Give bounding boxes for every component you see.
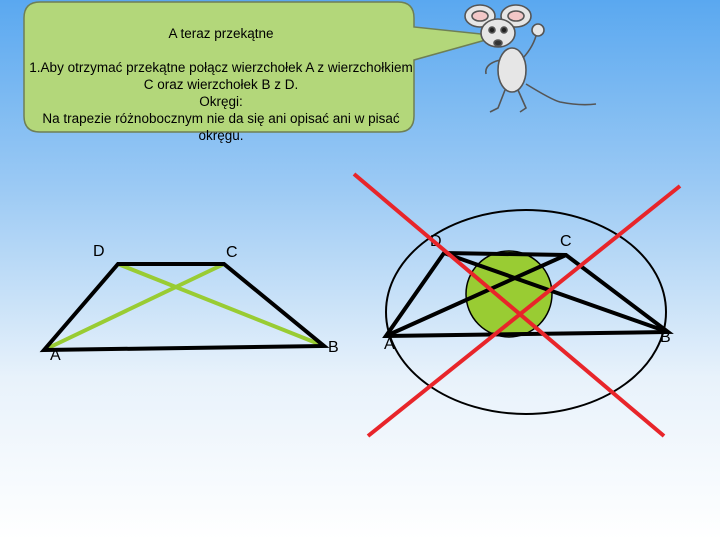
trapezoid-outline-2 (382, 250, 674, 339)
diagonal-bd (117, 262, 325, 348)
mouse-icon (464, 4, 597, 113)
vertex-label-d: D (93, 243, 105, 260)
diagonal-ac (43, 262, 225, 352)
vertex-label-b: B (328, 339, 339, 356)
vertex-label-c: C (226, 244, 238, 261)
diagonal-bd-2 (443, 251, 669, 334)
cross-out-mark (352, 172, 682, 438)
vertex-label-c-2: C (560, 233, 572, 250)
speech-bubble-text: A teraz przekątne 1.Aby otrzymać przekąt… (26, 8, 416, 144)
vertex-label-a: A (50, 347, 61, 364)
trapezoid-outline (39, 262, 330, 353)
bubble-body: 1.Aby otrzymać przekątne połącz wierzcho… (29, 60, 413, 143)
right-trapezoid: A B C D (352, 172, 682, 438)
left-trapezoid: A B C D (39, 243, 339, 364)
vertex-label-a-2: A (384, 336, 395, 353)
vertex-label-b-2: B (660, 329, 671, 346)
bubble-title: A teraz przekątne (168, 26, 274, 41)
speech-bubble-shape (23, 1, 501, 133)
circumscribed-ellipse (385, 209, 667, 415)
diagonal-ac-2 (385, 253, 567, 338)
